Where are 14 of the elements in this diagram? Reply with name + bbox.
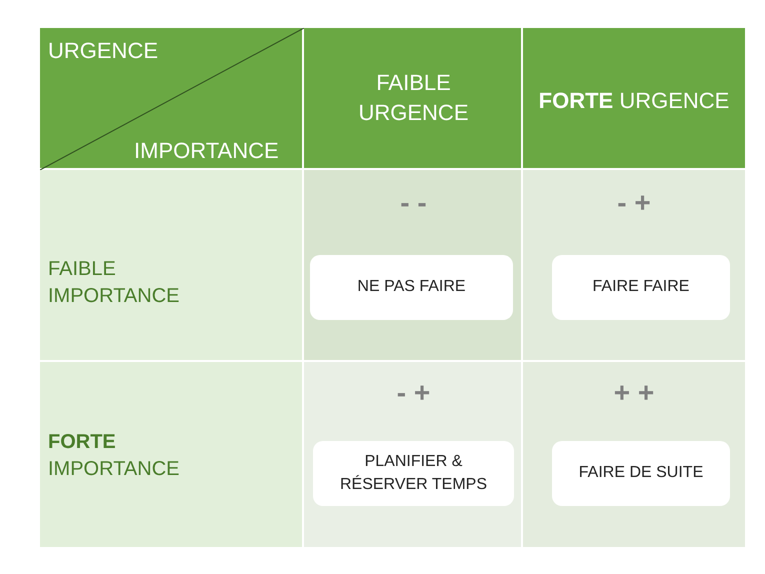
action-box: NE PAS FAIRE <box>310 255 513 320</box>
header-text: IMPORTANCE <box>134 137 279 165</box>
action-box: PLANIFIER & RÉSERVER TEMPS <box>313 441 514 506</box>
priority-sign: - + <box>396 376 430 410</box>
column-header: FAIBLE URGENCE <box>357 69 470 127</box>
priority-sign: + + <box>614 376 654 410</box>
row-header: FORTE IMPORTANCE <box>48 430 180 482</box>
row-header: FAIBLE IMPORTANCE <box>48 257 180 309</box>
action-box: FAIRE DE SUITE <box>552 441 730 506</box>
priority-sign: - + <box>617 186 651 220</box>
column-header: FORTE URGENCE <box>538 87 730 115</box>
priority-sign: - - <box>400 186 427 220</box>
header-text: URGENCE <box>48 37 158 65</box>
action-box: FAIRE FAIRE <box>552 255 730 320</box>
